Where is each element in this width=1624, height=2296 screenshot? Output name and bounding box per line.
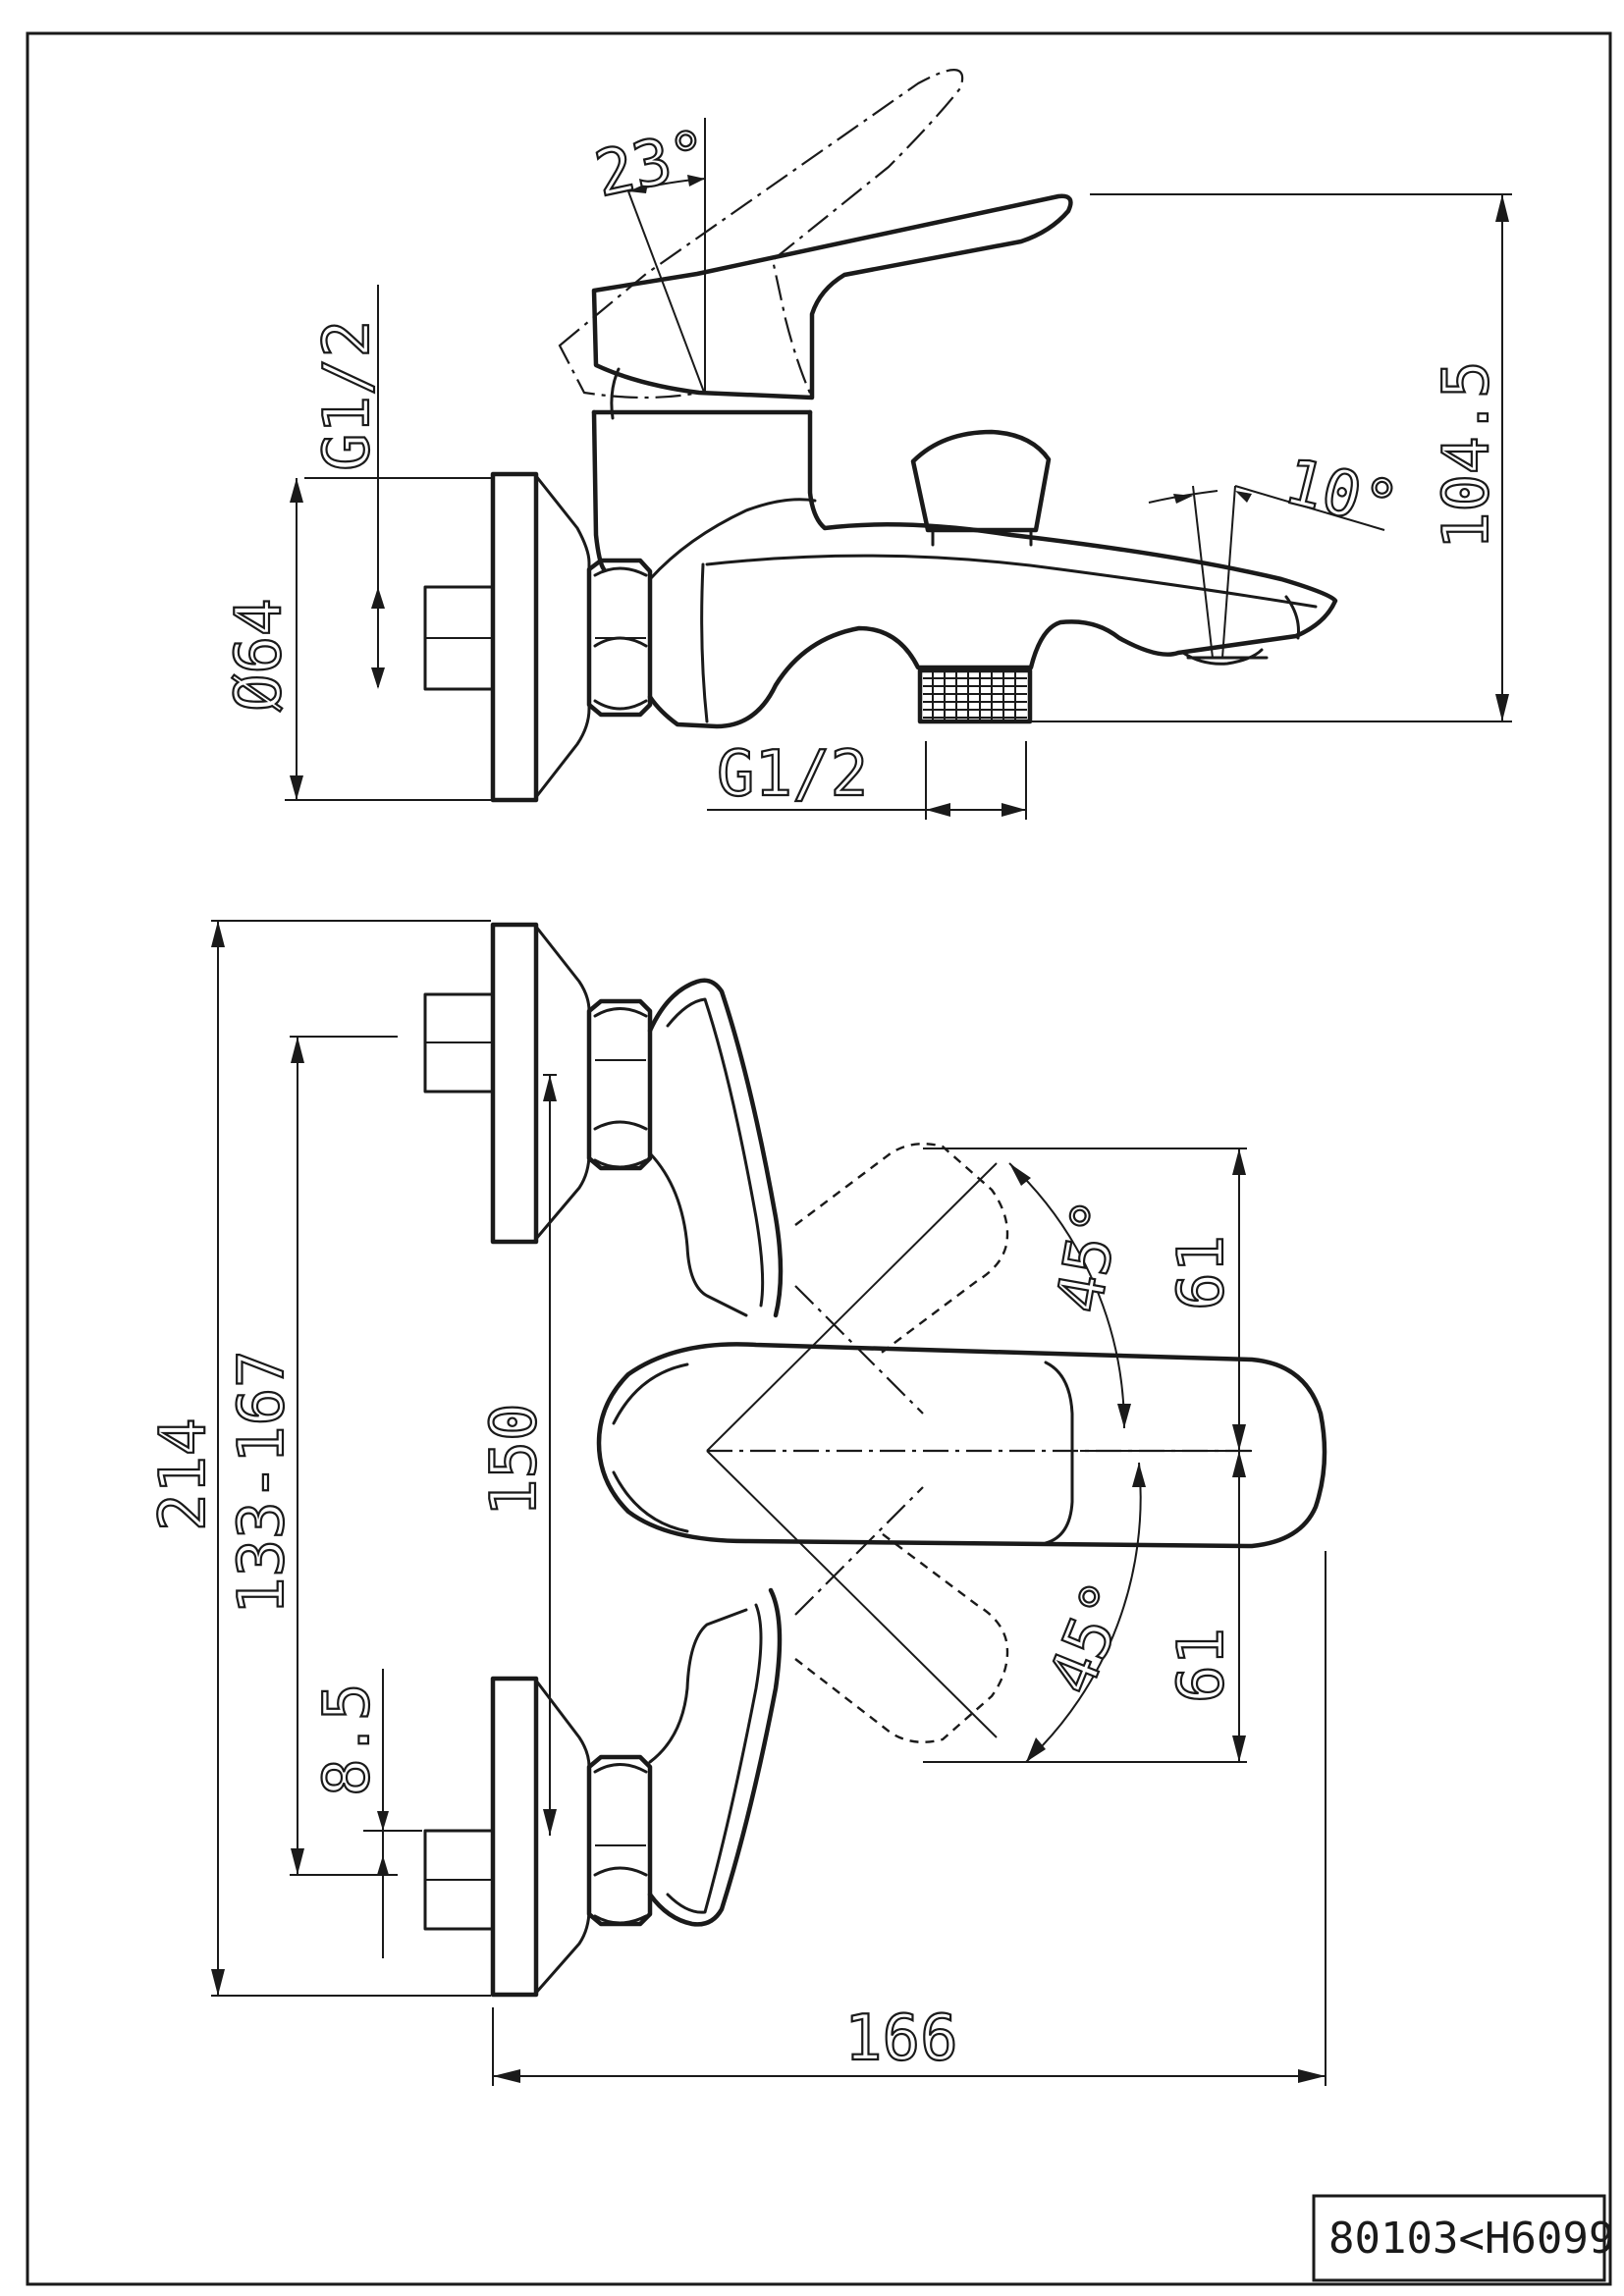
- inlet-spacing-label: 133-167: [226, 1350, 298, 1615]
- front-lever-rotated-up: [794, 1143, 1009, 1356]
- front-lower-hex-nut: [586, 1754, 653, 1927]
- lever-up-label: 61: [1165, 1235, 1238, 1310]
- side-threaded-outlet: [917, 667, 1033, 724]
- outlet-thread-label: G1/2: [717, 738, 868, 811]
- dim-overall-height: 214: [146, 920, 491, 1997]
- side-inlet-pipe: [423, 585, 495, 691]
- side-lever: [591, 193, 1073, 420]
- dim-lever-angle: 23°: [588, 116, 716, 396]
- dim-angle-up: 45°: [1008, 1162, 1136, 1429]
- dim-center-height: 150: [477, 1074, 557, 1836]
- side-wall-flange: [490, 471, 591, 803]
- dim-inlet-spacing: 133-167: [225, 1036, 398, 1876]
- front-lower-pipe: [423, 1829, 495, 1931]
- front-view: 214 133-167 8.5 150: [146, 920, 1327, 2086]
- overall-height-label: 214: [147, 1417, 220, 1531]
- dim-inlet-thread: G1/2: [304, 285, 491, 689]
- side-lever-rotated: [558, 69, 964, 400]
- center-height-label: 150: [478, 1403, 551, 1517]
- front-lever-rotated-down: [794, 1530, 1009, 1743]
- dim-height: 104.5: [1031, 193, 1512, 722]
- dim-eccentric: 8.5: [310, 1669, 422, 1958]
- front-lower-flange: [490, 1676, 591, 1998]
- product-code: 80103<H6099: [1328, 2214, 1614, 2264]
- dim-lever-up: 61: [923, 1148, 1252, 1452]
- side-hex-nut: [586, 558, 653, 718]
- lever-angle-label: 23°: [589, 117, 715, 211]
- front-upper-pipe: [423, 992, 495, 1094]
- side-view: 23° 10° 104.5 G1/2: [222, 69, 1512, 820]
- flange-diameter-label: Ø64: [223, 598, 296, 712]
- front-lever-handle: [596, 1342, 1327, 1549]
- dim-flange-diameter: Ø64: [222, 478, 491, 801]
- front-upper-flange: [490, 922, 591, 1245]
- overall-width-label: 166: [844, 2002, 958, 2075]
- dim-angle-down: 45°: [1025, 1462, 1146, 1763]
- inlet-thread-label: G1/2: [311, 320, 384, 471]
- front-upper-hex-nut: [586, 998, 653, 1171]
- dim-spout-angle: 10°: [1148, 445, 1406, 659]
- dim-overall-width: 166: [492, 1551, 1326, 2086]
- front-body-arms: [647, 978, 784, 1927]
- side-diverter-knob: [910, 429, 1052, 547]
- drawing-frame: [26, 31, 1612, 2286]
- dim-outlet-thread: G1/2: [707, 737, 1027, 820]
- dim-lever-down: 61: [923, 1451, 1247, 1763]
- angle-up-label: 45°: [1044, 1194, 1135, 1318]
- lever-down-label: 61: [1165, 1628, 1238, 1703]
- height-label: 104.5: [1431, 360, 1503, 550]
- spout-angle-label: 10°: [1277, 446, 1405, 544]
- eccentric-label: 8.5: [311, 1682, 384, 1796]
- front-construction-lines: [706, 1162, 1252, 1738]
- title-block: 80103<H6099: [1312, 2194, 1614, 2282]
